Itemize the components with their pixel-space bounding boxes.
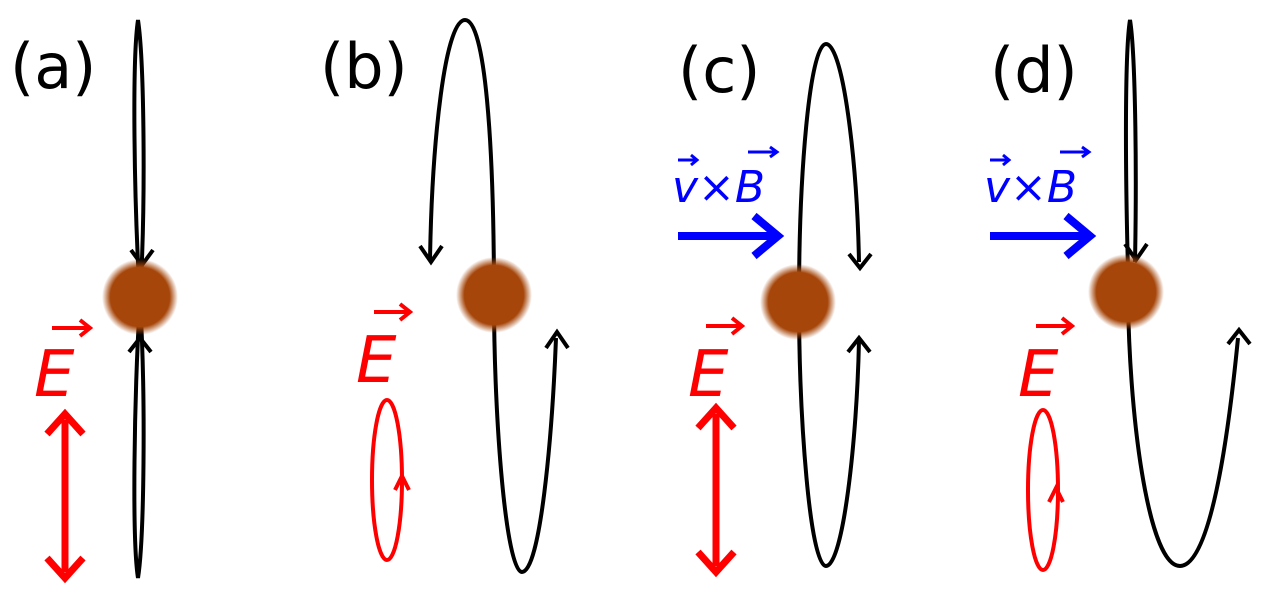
panel-c-label: (c) xyxy=(678,34,760,107)
panel-b-particle xyxy=(456,257,532,333)
panel-b-circular-polarization-icon xyxy=(370,398,411,562)
panel-c: (c) v×B E xyxy=(672,34,873,578)
panel-d-efield-label: E xyxy=(1018,338,1059,412)
panel-d: (d) v×B E xyxy=(984,19,1252,572)
panel-a-arrow-up-icon xyxy=(127,334,153,354)
panel-d-particle xyxy=(1088,254,1164,330)
panel-d-force-arrow-icon xyxy=(990,212,1097,260)
panel-c-force-arrow-icon xyxy=(678,212,785,260)
panel-c-efield-label: E xyxy=(688,338,729,412)
panel-c-arrow-up-icon xyxy=(846,334,872,354)
panel-d-vector-arrow-icon xyxy=(1036,316,1076,336)
panel-d-arrow-up-icon xyxy=(1226,326,1252,346)
panel-a-particle xyxy=(102,259,178,335)
panel-a-linear-polarization-icon xyxy=(44,408,86,584)
panel-a-efield-label: E xyxy=(34,338,75,412)
panel-a-vector-arrow-icon xyxy=(52,318,94,338)
panel-c-vector-arrow-icon xyxy=(706,316,746,336)
panel-b-label: (b) xyxy=(320,30,408,103)
panel-c-arrow-down-icon xyxy=(847,252,873,272)
panel-c-force-label: v×B xyxy=(672,162,765,213)
panel-d-force-label: v×B xyxy=(984,162,1077,213)
panel-d-label: (d) xyxy=(990,34,1078,107)
panel-b: (b) E xyxy=(320,17,570,575)
panel-d-trajectory xyxy=(1123,19,1240,569)
panel-a-label: (a) xyxy=(10,30,96,103)
panel-b-arrow-up-icon xyxy=(544,328,570,350)
panel-c-force-vector-bars-icon xyxy=(678,145,780,167)
panel-c-linear-polarization-icon xyxy=(695,402,737,578)
panel-b-arrow-down-icon xyxy=(418,244,444,266)
panel-d-circular-polarization-icon xyxy=(1026,408,1065,572)
panel-b-efield-label: E xyxy=(356,324,397,398)
panel-c-particle xyxy=(760,264,836,340)
panel-b-vector-arrow-icon xyxy=(374,302,414,322)
panel-d-force-vector-bars-icon xyxy=(990,145,1092,167)
panel-a: (a) E xyxy=(10,19,178,584)
panel-c-trajectory xyxy=(797,41,861,569)
